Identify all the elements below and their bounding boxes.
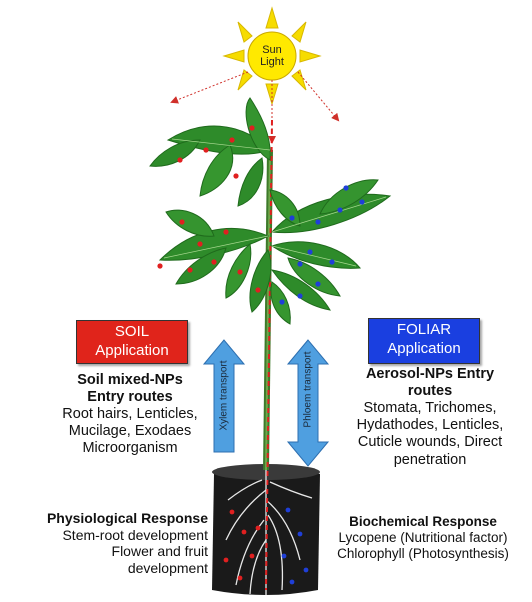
sun-label: Sun Light	[250, 44, 294, 68]
biochemical-line-1: Lycopene (Nutritional factor)	[318, 530, 528, 546]
sun-label-line1: Sun	[250, 44, 294, 56]
foliar-heading-line1: Aerosol-NPs Entry	[338, 366, 522, 383]
foliar-box-line1: FOLIAR	[369, 321, 479, 340]
soil-route-3: Microorganism	[52, 440, 208, 457]
physiological-line-2: Flower and fruit	[4, 543, 208, 560]
soil-heading-line2: Entry routes	[52, 389, 208, 406]
sun-label-line2: Light	[250, 56, 294, 68]
foliar-route-2: Hydathodes, Lenticles,	[338, 417, 522, 434]
foliar-heading-line2: routes	[338, 383, 522, 400]
phloem-transport-label: Phloem transport	[303, 350, 314, 430]
biochemical-response: Biochemical Response Lycopene (Nutrition…	[318, 514, 528, 562]
soil-route-2: Mucilage, Exodaes	[52, 423, 208, 440]
physiological-heading: Physiological Response	[4, 510, 208, 527]
biochemical-line-2: Chlorophyll (Photosynthesis)	[318, 546, 528, 562]
foliar-route-4: penetration	[338, 452, 522, 469]
foliar-entry-routes: Aerosol-NPs Entry routes Stomata, Tricho…	[338, 366, 522, 469]
soil-route-1: Root hairs, Lenticles,	[52, 406, 208, 423]
physiological-line-1: Stem-root development	[4, 527, 208, 544]
soil-heading-line1: Soil mixed-NPs	[52, 372, 208, 389]
foliar-box-line2: Application	[369, 340, 479, 359]
physiological-response: Physiological Response Stem-root develop…	[4, 510, 208, 576]
biochemical-heading: Biochemical Response	[318, 514, 528, 530]
foliar-route-1: Stomata, Trichomes,	[338, 400, 522, 417]
physiological-line-3: development	[4, 560, 208, 577]
foliar-application-box: FOLIAR Application	[368, 318, 480, 364]
foliar-route-3: Cuticle wounds, Direct	[338, 434, 522, 451]
soil-box-line2: Application	[77, 342, 187, 361]
soil-entry-routes: Soil mixed-NPs Entry routes Root hairs, …	[52, 372, 208, 458]
soil-application-box: SOIL Application	[76, 320, 188, 364]
soil-box-line1: SOIL	[77, 323, 187, 342]
xylem-transport-label: Xylem transport	[219, 356, 230, 436]
